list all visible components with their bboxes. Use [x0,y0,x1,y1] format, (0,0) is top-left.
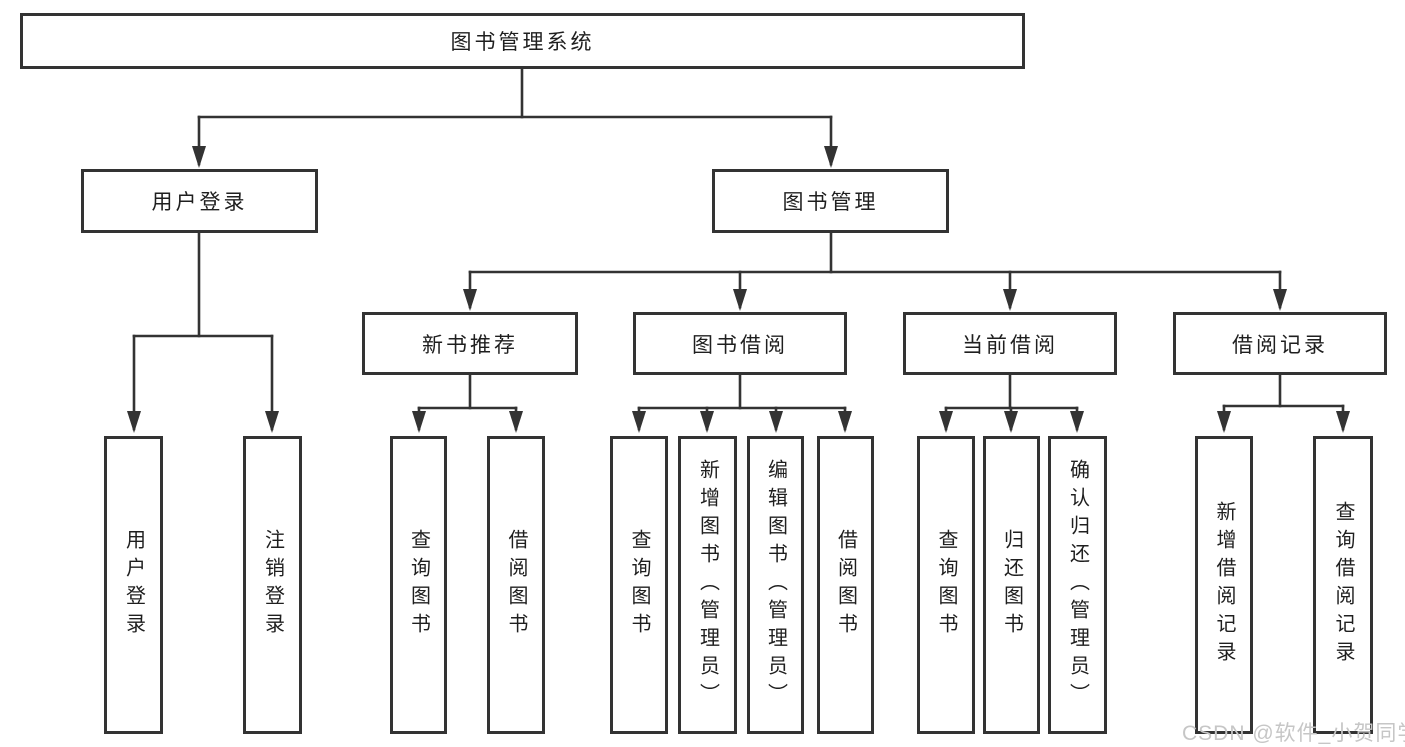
node-user-login: 用户登录 [81,169,318,233]
leaf-return-books: 归还图书 [983,436,1040,734]
leaf-confirm-return-admin: 确认归还（管理员） [1048,436,1107,734]
leaf-borrow-books: 借阅图书 [817,436,874,734]
leaf-label: 新增借阅记录 [1213,501,1235,669]
leaf-user-login: 用户登录 [104,436,163,734]
leaf-query-books-current: 查询图书 [917,436,975,734]
leaf-edit-book-admin: 编辑图书（管理员） [747,436,804,734]
node-book-management: 图书管理 [712,169,949,233]
leaf-label: 确认归还（管理员） [1066,459,1089,711]
leaf-add-borrow-record: 新增借阅记录 [1195,436,1253,734]
leaf-add-book-admin: 新增图书（管理员） [678,436,737,734]
leaf-label: 归还图书 [1000,529,1023,641]
leaf-label: 注销登录 [261,529,284,641]
leaf-label: 查询图书 [628,529,650,641]
leaf-label: 查询图书 [935,529,957,641]
leaf-label: 借阅图书 [505,529,527,641]
leaf-label: 用户登录 [122,529,145,641]
node-new-book-recommend: 新书推荐 [362,312,578,375]
leaf-label: 查询借阅记录 [1332,501,1354,669]
node-book-borrow: 图书借阅 [633,312,847,375]
leaf-label: 新增图书（管理员） [696,459,719,711]
leaf-query-borrow-record: 查询借阅记录 [1313,436,1373,734]
leaf-query-books-recommend: 查询图书 [390,436,447,734]
leaf-label: 借阅图书 [834,529,857,641]
csdn-watermark: CSDN @软件_小贺同学 [1182,722,1405,745]
leaf-borrow-books-recommend: 借阅图书 [487,436,545,734]
node-current-borrow: 当前借阅 [903,312,1117,375]
leaf-label: 查询图书 [407,529,430,641]
leaf-logout: 注销登录 [243,436,302,734]
node-system-root: 图书管理系统 [20,13,1025,69]
leaf-query-books-borrow: 查询图书 [610,436,668,734]
node-borrow-records: 借阅记录 [1173,312,1387,375]
leaf-label: 编辑图书（管理员） [764,459,787,711]
